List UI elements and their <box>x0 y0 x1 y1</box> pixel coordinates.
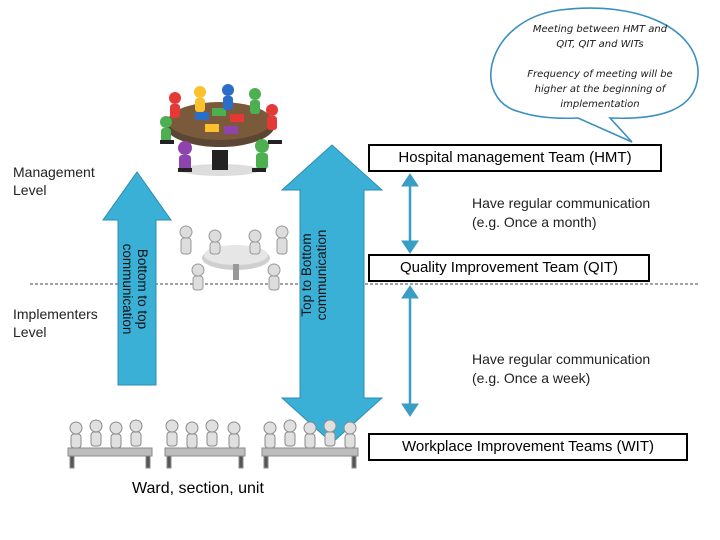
small-meeting-icon <box>179 225 289 291</box>
meeting-round-table-icon <box>160 84 282 176</box>
wit-box: Workplace Improvement Teams (WIT) <box>368 433 688 461</box>
bottom-to-top-arrow <box>102 171 172 386</box>
hmt-qit-double-arrow <box>401 173 419 254</box>
ward-section-unit-label: Ward, section, unit <box>132 480 264 497</box>
bottom-to-top-label: Bottom to top communication <box>120 243 150 335</box>
qit-box: Quality Improvement Team (QIT) <box>368 254 650 282</box>
weekly-communication-note: Have regular communication (e.g. Once a … <box>472 351 651 386</box>
implementers-level-label: Implementers Level <box>13 306 98 340</box>
callout-line-1: Meeting between HMT and <box>532 24 668 35</box>
monthly-communication-note: Have regular communication (e.g. Once a … <box>472 195 651 230</box>
top-to-bottom-arrow <box>280 144 384 444</box>
callout-bubble <box>490 7 699 143</box>
top-to-bottom-label: Top to Bottom communication <box>299 229 329 321</box>
hmt-box: Hospital management Team (HMT) <box>368 144 662 172</box>
callout-line-4: higher at the beginning of <box>534 84 666 95</box>
callout-line-2: QIT, QIT and WITs <box>556 39 644 50</box>
callout-line-3: Frequency of meeting will be <box>527 69 673 80</box>
worker-group-icon <box>67 419 359 469</box>
management-level-label: Management Level <box>13 164 95 198</box>
callout-text: Meeting between HMT and QIT, QIT and WIT… <box>505 22 695 112</box>
qit-wit-double-arrow <box>401 285 419 417</box>
callout-line-5: implementation <box>560 99 640 110</box>
